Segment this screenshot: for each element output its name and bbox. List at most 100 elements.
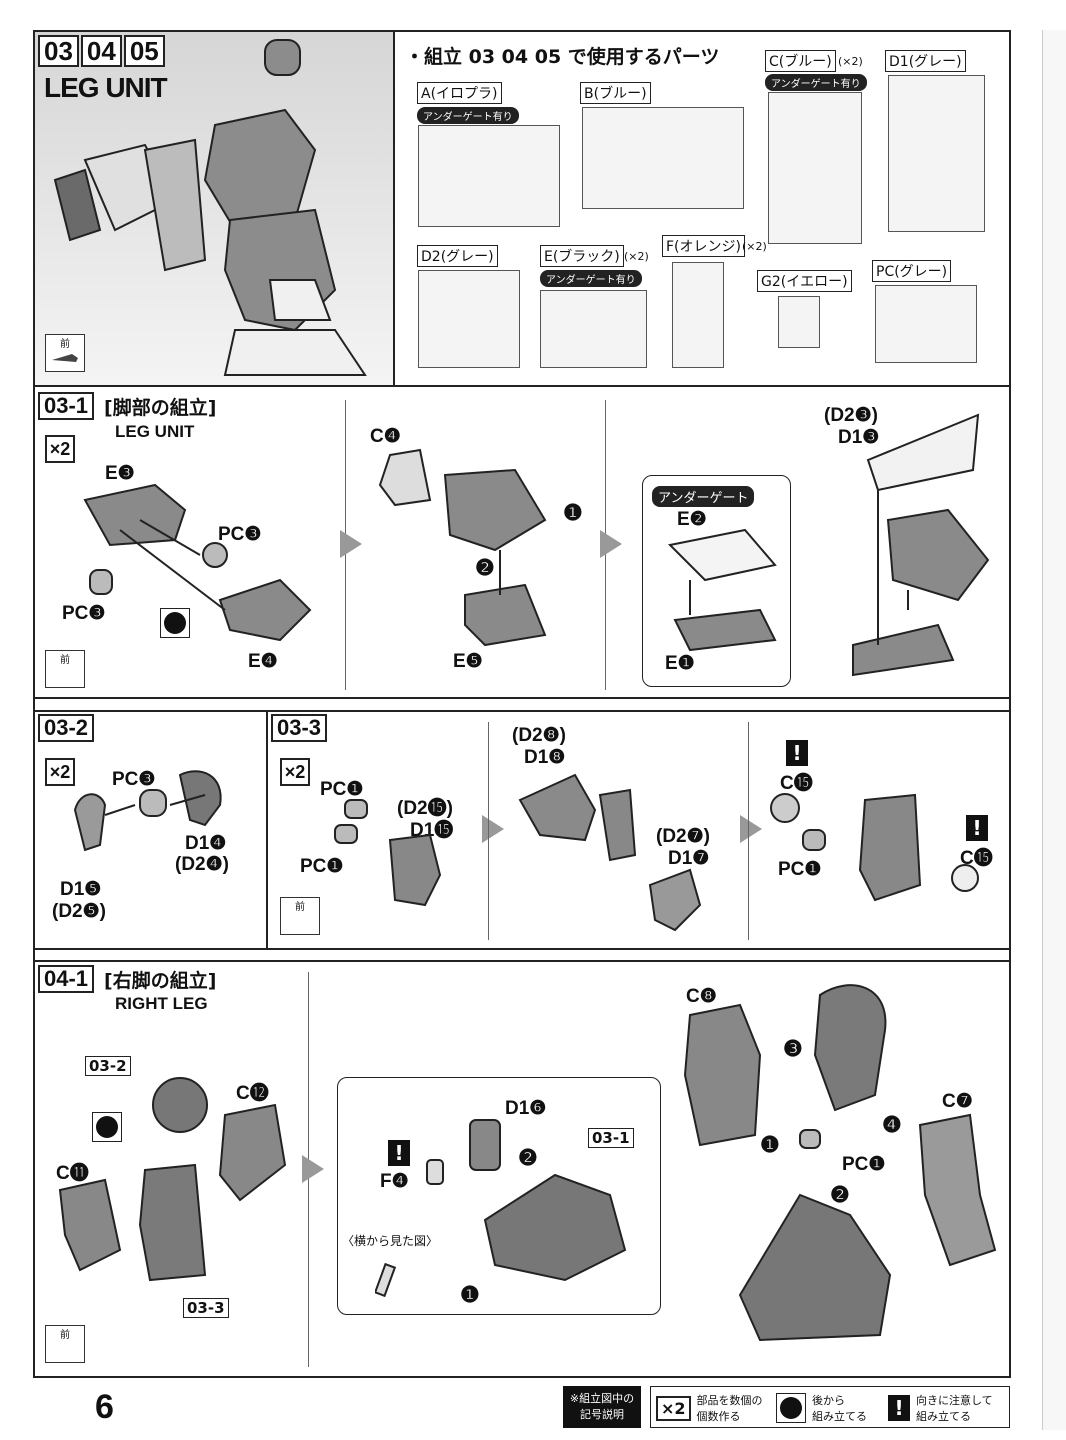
ref-03-3: 03-3 — [183, 1298, 229, 1318]
part-pc3a: PC❸ — [218, 524, 262, 545]
step-03-2-number: 03-2 — [38, 714, 95, 742]
front-indicator-04-1: 前 — [45, 1325, 85, 1363]
part-pc1b: PC❶ — [300, 856, 344, 877]
front-indicator-03-1: 前 — [45, 650, 85, 688]
step-03-1d-illustration — [852, 413, 990, 677]
divider-top-vertical — [393, 30, 395, 385]
divider-03-1 — [33, 697, 1011, 699]
part-d2-15: (D2⓯) — [397, 798, 453, 819]
front-arrow-icon — [52, 354, 78, 362]
legend-multiple: ×2 部品を数個の 個数作る — [656, 1392, 763, 1424]
step-03-1-title-en: LEG UNIT — [115, 422, 195, 441]
sep-03-3-b — [748, 722, 749, 940]
sprue-e-label: E(ブラック) — [540, 245, 624, 267]
sprue-b — [582, 107, 744, 209]
divider-04-1-top — [33, 960, 1011, 962]
part-e1: E❶ — [665, 653, 695, 674]
step-03-3b-illustration — [518, 773, 702, 932]
overview-header: 03 04 05 — [38, 35, 165, 67]
step-04-1-header: 04-1 [右脚の組立] — [38, 965, 216, 993]
warning-icon: ! — [888, 1395, 910, 1421]
part-c7: C❼ — [942, 1091, 973, 1112]
undergate-callout — [642, 475, 791, 687]
order-1: ❶ — [460, 1282, 480, 1307]
x2-icon: ×2 — [45, 758, 75, 786]
part-c8: C❽ — [686, 986, 717, 1007]
next-arrow — [302, 1155, 324, 1183]
part-c11: C⓫ — [56, 1163, 89, 1184]
part-d1-3: D1❸ — [838, 427, 880, 448]
sprue-c — [768, 92, 862, 244]
legend-multiple-text: 部品を数個の 個数作る — [696, 1394, 763, 1423]
sprue-d2-label: D2(グレー) — [417, 245, 498, 267]
part-c12: C⓬ — [236, 1083, 269, 1104]
step-03-1a-illustration — [83, 483, 312, 642]
part-c15b: C⓯ — [960, 848, 993, 869]
sprue-d1 — [888, 75, 985, 232]
sprue-e-badge: アンダーゲート有り — [540, 270, 642, 287]
side-view-label: 〈横から見た図〉 — [342, 1234, 439, 1248]
warning-icon: ! — [966, 815, 988, 841]
x2-icon: ×2 — [45, 435, 75, 463]
front-indicator-03-3: 前 — [280, 897, 320, 935]
part-pc1: PC❶ — [842, 1154, 886, 1175]
order-2: ❷ — [475, 555, 495, 580]
divider-04-1 — [33, 948, 1011, 950]
next-arrow — [740, 815, 762, 843]
legend-back-text: 後から 組み立てる — [812, 1394, 867, 1423]
part-c4: C❹ — [370, 426, 401, 447]
ref-03-2: 03-2 — [85, 1056, 131, 1076]
part-e2: E❷ — [677, 509, 707, 530]
sprue-c-badge: アンダーゲート有り — [765, 74, 867, 91]
step-03-3a-illustration — [334, 799, 442, 907]
next-page-edge — [1042, 30, 1066, 1430]
sprue-f-label: F(オレンジ) — [662, 235, 745, 257]
sprue-f — [672, 262, 724, 368]
legend-title: ※組立図中の 記号説明 — [563, 1386, 641, 1428]
part-d1-4: D1❹ — [185, 833, 227, 854]
part-d2-5: (D2❺) — [52, 901, 106, 922]
order-3: ❸ — [783, 1036, 803, 1061]
sprue-pc-label: PC(グレー) — [872, 260, 952, 282]
step-03-2-illustration — [73, 770, 222, 852]
sprue-d2 — [418, 270, 520, 368]
sprue-c-qty: (×2) — [838, 55, 863, 68]
part-d2-8: (D2❽) — [512, 725, 566, 746]
sprue-d1-label: D1(グレー) — [885, 50, 966, 72]
x2-icon: ×2 — [656, 1395, 691, 1421]
sprue-a-label: A(イロプラ) — [417, 82, 502, 104]
back-assembly-icon — [776, 1393, 806, 1423]
sep-03-3-a — [488, 722, 489, 940]
front-indicator: 前 — [45, 334, 85, 372]
part-pc1a: PC❶ — [320, 779, 364, 800]
part-pc1c: PC❶ — [778, 859, 822, 880]
part-pc3: PC❸ — [112, 769, 156, 790]
step-03-1-header: 03-1 [脚部の組立] — [38, 392, 216, 420]
part-e4: E❹ — [248, 651, 278, 672]
back-assembly-icon — [92, 1112, 122, 1142]
order-4: ❹ — [882, 1112, 902, 1137]
next-arrow — [482, 815, 504, 843]
step-04-1b-illustration — [375, 1119, 627, 1298]
sprue-f-qty: (×2) — [742, 240, 767, 253]
part-f4: F❹ — [380, 1171, 409, 1192]
step-03-1b-illustration — [378, 448, 547, 647]
undergate-badge: アンダーゲート — [652, 486, 755, 507]
next-arrow — [340, 530, 362, 558]
step-03-3-header: 03-3 — [271, 714, 328, 742]
step-03-3-number: 03-3 — [271, 714, 328, 742]
frame-left — [33, 30, 35, 1378]
sprue-g2-label: G2(イエロー) — [757, 270, 852, 292]
page-number: 6 — [95, 1388, 114, 1426]
parts-title: ・組立 03 04 05 で使用するパーツ — [405, 46, 720, 68]
step-04-1-title-jp: [右脚の組立] — [104, 969, 217, 992]
divider-bottom — [33, 1376, 1011, 1378]
order-2: ❷ — [830, 1182, 850, 1207]
step-04-1-number: 04-1 — [38, 965, 95, 993]
step-05: 05 — [123, 35, 165, 67]
step-04-1a-illustration — [58, 1077, 287, 1282]
part-c15a: C⓯ — [780, 773, 813, 794]
next-arrow — [600, 530, 622, 558]
part-pc3b: PC❸ — [62, 603, 106, 624]
legend-direction-text: 向きに注意して 組み立てる — [916, 1394, 993, 1423]
